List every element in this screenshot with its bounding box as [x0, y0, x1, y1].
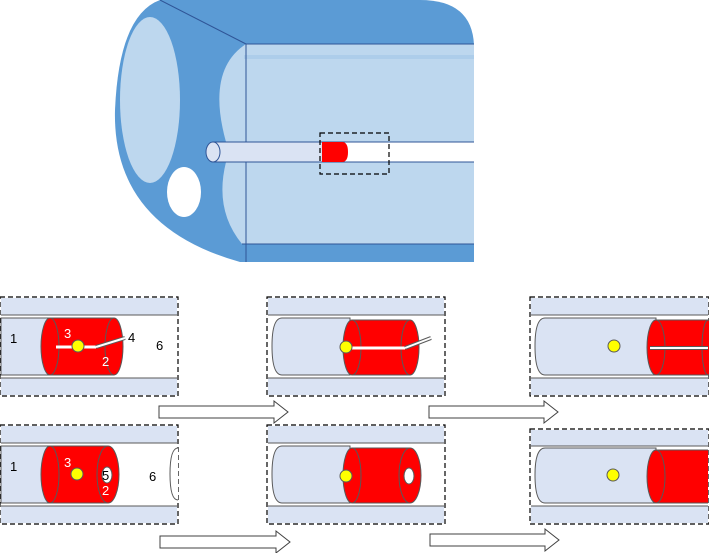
- yellow-marker: [71, 339, 85, 353]
- tube-body: [271, 445, 351, 504]
- yellow-marker: [339, 469, 353, 483]
- right-arrow-icon: [159, 529, 291, 553]
- housing-rod-end: [205, 141, 221, 163]
- right-arrow-icon: [429, 527, 560, 553]
- wall-bottom: [531, 378, 708, 395]
- wall-bottom: [268, 378, 444, 395]
- housing-upper-block: [219, 44, 474, 142]
- label-3: 3: [64, 326, 71, 341]
- housing-lower-block: [222, 162, 474, 244]
- panel-row2-col3: [529, 428, 709, 525]
- housing-side-hole: [167, 167, 201, 217]
- yellow-marker: [606, 468, 620, 482]
- housing-red-plug: [322, 142, 348, 162]
- housing-slot-floor: [244, 55, 474, 59]
- wall-bottom: [268, 506, 444, 523]
- label-3: 3: [64, 455, 71, 470]
- bore-hole: [403, 467, 415, 485]
- yellow-marker: [70, 467, 84, 481]
- panel-row2-col2: [266, 424, 446, 525]
- wall-bottom: [531, 506, 708, 523]
- housing-top-edge: [159, 0, 247, 45]
- panel-row1-col2: [266, 296, 446, 397]
- right-arrow-icon: [158, 399, 289, 425]
- label-4: 4: [128, 330, 135, 345]
- wall-top: [268, 426, 444, 443]
- right-arrow-icon: [428, 399, 559, 425]
- panel-row2-col1: 1 3 5 2 6: [0, 424, 179, 525]
- wire-tail: [95, 337, 126, 348]
- tube-partial: [169, 447, 179, 501]
- label-2: 2: [102, 354, 109, 369]
- wall-bottom: [1, 506, 177, 523]
- label-5: 5: [102, 468, 109, 483]
- wall-top: [1, 298, 177, 315]
- red-cylinder-front: [646, 449, 666, 504]
- label-6: 6: [156, 338, 163, 353]
- tube-body: [271, 317, 351, 376]
- housing-3d: [114, 0, 474, 262]
- label-1: 1: [10, 331, 17, 346]
- housing-rod: [212, 141, 324, 163]
- label-2: 2: [102, 483, 109, 498]
- zoom-box: [319, 132, 390, 175]
- wall-top: [1, 426, 177, 443]
- wall-top: [531, 430, 708, 446]
- yellow-marker: [607, 339, 621, 353]
- housing-front-face: [120, 17, 180, 183]
- wire-tail: [404, 337, 432, 349]
- label-6: 6: [149, 469, 156, 484]
- wall-bottom: [1, 378, 177, 395]
- bore-hole: [101, 466, 113, 484]
- panel-row1-col1: 1 3 2 4 6: [0, 296, 179, 397]
- tube-body: [534, 447, 657, 504]
- wall-top: [268, 298, 444, 315]
- red-cylinder-front: [40, 445, 60, 504]
- panel-row1-col3: [529, 296, 709, 397]
- yellow-marker: [339, 340, 353, 354]
- label-1: 1: [10, 459, 17, 474]
- wall-top: [531, 298, 708, 315]
- tube-body: [534, 317, 657, 376]
